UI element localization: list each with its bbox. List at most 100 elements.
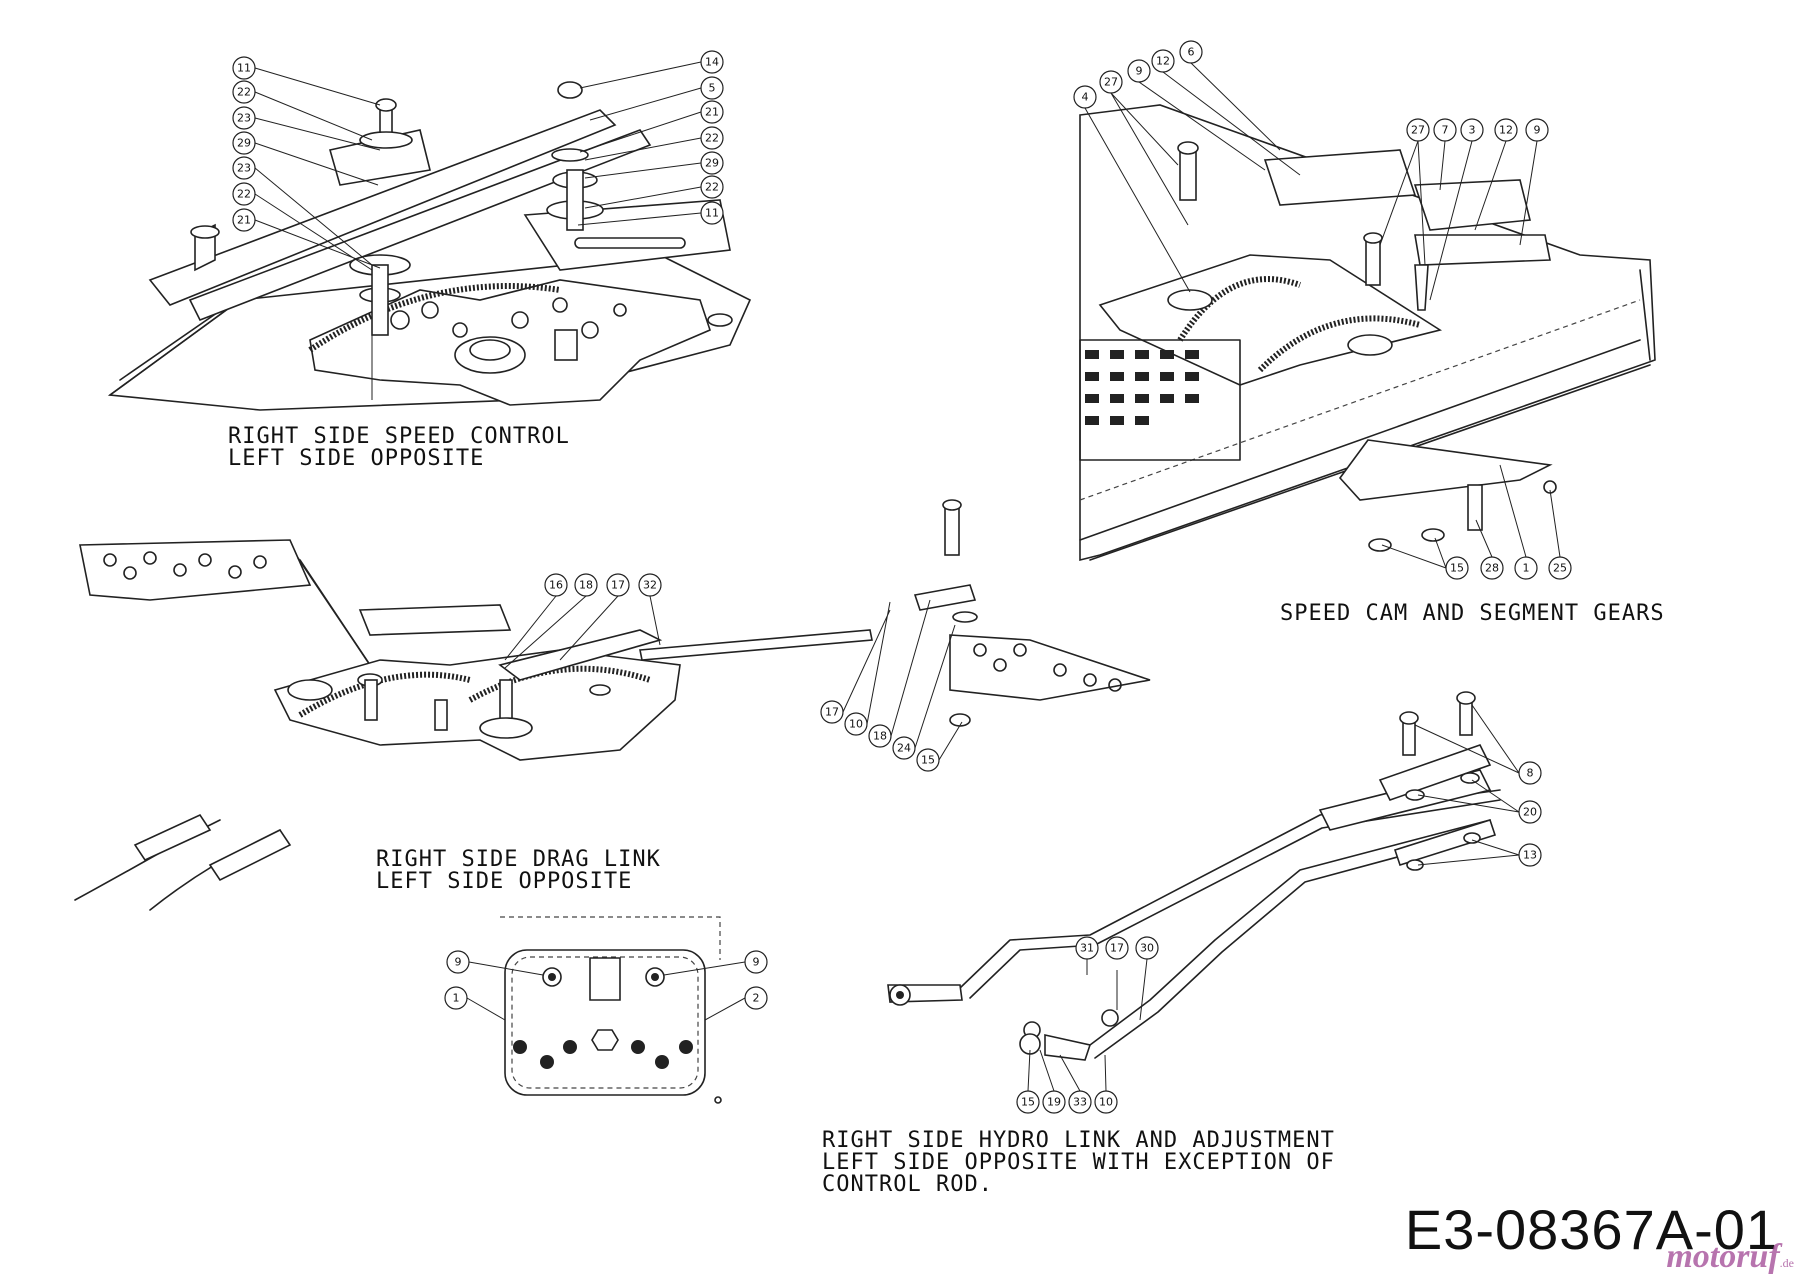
callout-6: 6 xyxy=(1179,40,1203,64)
speed-cam-assembly xyxy=(1079,104,1656,562)
svg-text:12: 12 xyxy=(1499,124,1513,137)
callout-18: 18 xyxy=(574,573,598,597)
svg-text:11: 11 xyxy=(705,207,719,220)
callout-8: 8 xyxy=(1518,761,1542,785)
svg-text:32: 32 xyxy=(643,579,657,592)
speed-cam-caption: SPEED CAM AND SEGMENT GEARS xyxy=(1280,601,1665,626)
hydro-link-caption-line-1: RIGHT SIDE HYDRO LINK AND ADJUSTMENT xyxy=(822,1128,1335,1153)
hydro-link-callouts: 8 20 13 31 17 30 15 19 33 10 xyxy=(1016,761,1542,1114)
svg-text:23: 23 xyxy=(237,162,251,175)
hydro-link-caption-line-2: LEFT SIDE OPPOSITE WITH EXCEPTION OF xyxy=(822,1150,1335,1175)
speed-control-assembly xyxy=(107,81,752,411)
svg-text:18: 18 xyxy=(873,730,887,743)
callout-7: 7 xyxy=(1433,118,1457,142)
callout-22: 22 xyxy=(232,80,256,104)
callout-31: 31 xyxy=(1075,936,1099,960)
callout-3: 3 xyxy=(1460,118,1484,142)
callout-33: 33 xyxy=(1068,1090,1092,1114)
svg-text:10: 10 xyxy=(1099,1096,1113,1109)
svg-text:22: 22 xyxy=(705,181,719,194)
gear-ghost-left xyxy=(79,539,312,601)
callout-29: 29 xyxy=(700,151,724,175)
callout-12: 12 xyxy=(1151,49,1175,73)
callout-23: 23 xyxy=(232,106,256,130)
svg-text:15: 15 xyxy=(1450,562,1464,575)
speed-control-caption-line-1: RIGHT SIDE SPEED CONTROL xyxy=(228,424,570,449)
callout-27: 27 xyxy=(1099,70,1123,94)
callout-22: 22 xyxy=(700,175,724,199)
svg-text:16: 16 xyxy=(549,579,563,592)
svg-text:4: 4 xyxy=(1082,91,1089,104)
callout-21: 21 xyxy=(700,100,724,124)
svg-text:13: 13 xyxy=(1523,849,1537,862)
svg-text:9: 9 xyxy=(753,956,760,969)
callout-19: 19 xyxy=(1042,1090,1066,1114)
svg-text:14: 14 xyxy=(705,56,719,69)
callout-15: 15 xyxy=(1445,556,1469,580)
speed-control-leaders xyxy=(254,61,702,271)
callout-10: 10 xyxy=(844,712,868,736)
svg-text:18: 18 xyxy=(579,579,593,592)
mounting-bracket xyxy=(500,916,722,1104)
speed-control-caption-line-2: LEFT SIDE OPPOSITE xyxy=(228,446,485,471)
svg-text:11: 11 xyxy=(237,62,251,75)
hydro-link-assembly xyxy=(887,691,1501,1061)
svg-text:3: 3 xyxy=(1469,124,1476,137)
svg-text:5: 5 xyxy=(709,82,716,95)
bracket-leaders xyxy=(466,961,746,1021)
callout-32: 32 xyxy=(638,573,662,597)
callout-28: 28 xyxy=(1480,556,1504,580)
svg-text:9: 9 xyxy=(455,956,462,969)
svg-text:20: 20 xyxy=(1523,806,1537,819)
hydro-link-leaders xyxy=(1027,704,1520,1092)
drag-gear-plate xyxy=(273,649,681,761)
callout-2: 2 xyxy=(744,986,768,1010)
speed-control-callouts: 11 22 23 29 23 22 21 14 5 21 22 29 22 11 xyxy=(232,50,724,232)
svg-text:17: 17 xyxy=(1110,942,1124,955)
svg-text:9: 9 xyxy=(1534,124,1541,137)
svg-text:29: 29 xyxy=(237,137,251,150)
svg-text:1: 1 xyxy=(1523,562,1530,575)
callout-16: 16 xyxy=(544,573,568,597)
callout-11: 11 xyxy=(232,56,256,80)
callout-9: 9 xyxy=(446,950,470,974)
callout-22: 22 xyxy=(232,182,256,206)
callout-11: 11 xyxy=(700,201,724,225)
callout-22: 22 xyxy=(700,126,724,150)
svg-text:21: 21 xyxy=(705,106,719,119)
svg-text:10: 10 xyxy=(849,718,863,731)
callout-17: 17 xyxy=(1105,936,1129,960)
bolt xyxy=(371,264,389,336)
callout-23: 23 xyxy=(232,156,256,180)
svg-text:23: 23 xyxy=(237,112,251,125)
drag-link-assembly xyxy=(74,499,1151,911)
callout-27: 27 xyxy=(1406,118,1430,142)
svg-text:22: 22 xyxy=(237,188,251,201)
svg-text:28: 28 xyxy=(1485,562,1499,575)
callout-21: 21 xyxy=(232,208,256,232)
svg-text:27: 27 xyxy=(1104,76,1118,89)
svg-text:6: 6 xyxy=(1188,46,1195,59)
drag-link-caption-line-1: RIGHT SIDE DRAG LINK xyxy=(376,847,661,872)
callout-9: 9 xyxy=(744,950,768,974)
svg-text:9: 9 xyxy=(1136,65,1143,78)
gear-ghost-right xyxy=(949,634,1151,701)
callout-15: 15 xyxy=(1016,1090,1040,1114)
bracket-callouts: 9 9 1 2 xyxy=(444,950,768,1010)
callout-9: 9 xyxy=(1127,59,1151,83)
svg-text:8: 8 xyxy=(1527,767,1534,780)
svg-text:2: 2 xyxy=(753,992,760,1005)
callout-18: 18 xyxy=(868,724,892,748)
callout-1: 1 xyxy=(444,986,468,1010)
callout-10: 10 xyxy=(1094,1090,1118,1114)
hydro-link-caption-line-3: CONTROL ROD. xyxy=(822,1172,993,1197)
callout-15: 15 xyxy=(916,748,940,772)
svg-text:1: 1 xyxy=(453,992,460,1005)
speed-cam-callouts: 4 27 9 12 6 27 7 3 12 9 15 28 1 25 xyxy=(1073,40,1572,580)
callout-1: 1 xyxy=(1514,556,1538,580)
svg-text:31: 31 xyxy=(1080,942,1094,955)
svg-text:12: 12 xyxy=(1156,55,1170,68)
callout-20: 20 xyxy=(1518,800,1542,824)
callout-24: 24 xyxy=(892,736,916,760)
